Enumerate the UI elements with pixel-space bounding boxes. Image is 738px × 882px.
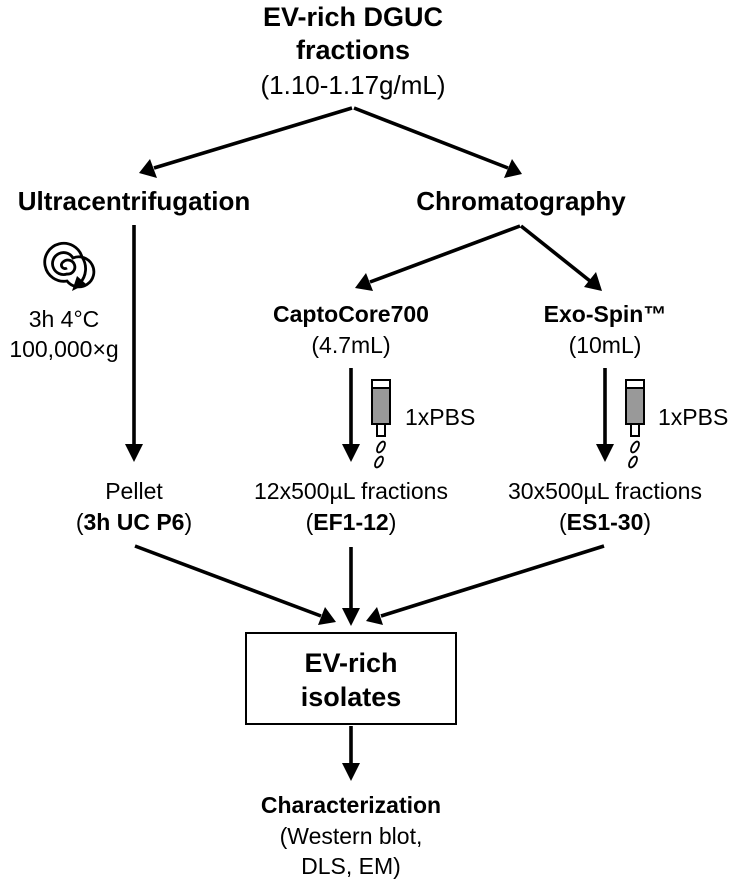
- exospin-volume: (10mL): [569, 332, 642, 358]
- arrow-source-to-ultracentrifugation: [139, 106, 353, 178]
- arrow-captocore-down: [342, 368, 360, 462]
- arrow-exospin-to-isolates: [366, 544, 605, 625]
- captocore-name: CaptoCore700: [273, 301, 429, 327]
- ultracentrifugation-branch: Ultracentrifugation 3h 4°C 100,000×g Pel…: [9, 186, 250, 535]
- exospin-buffer: 1xPBS: [658, 404, 728, 430]
- source-node: EV-rich DGUC fractions (1.10-1.17g/mL): [261, 2, 446, 100]
- exospin-result-line2: (ES1-30): [559, 509, 651, 535]
- captocore-volume: (4.7mL): [311, 332, 390, 358]
- chromatography-title: Chromatography: [416, 186, 626, 216]
- arrow-chromatography-to-captocore: [355, 224, 521, 291]
- ultracentrifugation-title: Ultracentrifugation: [18, 186, 251, 216]
- source-density: (1.10-1.17g/mL): [261, 70, 446, 100]
- source-title-line1: EV-rich DGUC: [263, 2, 443, 32]
- ultracentrifugation-condition-line2: 100,000×g: [9, 336, 118, 362]
- isolates-box: EV-rich isolates: [245, 632, 457, 725]
- exospin-result-line1: 30x500µL fractions: [508, 478, 702, 504]
- captocore-buffer: 1xPBS: [405, 404, 475, 430]
- arrow-captocore-to-isolates: [342, 547, 360, 626]
- exospin-column: Exo-Spin™ (10mL) 1xPBS 30x500µL fraction…: [508, 301, 728, 535]
- ultracentrifugation-condition-line1: 3h 4°C: [29, 306, 100, 332]
- characterization-line1: (Western blot,: [280, 823, 423, 849]
- characterization-title: Characterization: [261, 792, 441, 818]
- ultracentrifugation-result-line1: Pellet: [105, 478, 163, 504]
- column-icon: [625, 379, 645, 469]
- arrow-exospin-down: [596, 368, 614, 462]
- exospin-name: Exo-Spin™: [544, 301, 667, 327]
- arrow-pellet-to-isolates: [134, 544, 336, 625]
- characterization-node: Characterization (Western blot, DLS, EM): [261, 792, 441, 879]
- arrow-ultracentrifugation-down: [125, 225, 143, 462]
- source-title-line2: fractions: [296, 35, 410, 65]
- ultracentrifugation-result-line2: (3h UC P6): [76, 509, 192, 535]
- arrow-source-to-chromatography: [353, 106, 522, 178]
- arrow-isolates-to-characterization: [342, 726, 360, 781]
- captocore-column: CaptoCore700 (4.7mL) 1xPBS 12x500µL frac…: [254, 301, 475, 535]
- column-icon: [371, 379, 391, 469]
- chromatography-branch: Chromatography CaptoCore700 (4.7mL): [254, 186, 728, 535]
- characterization-line2: DLS, EM): [301, 853, 401, 879]
- arrow-chromatography-to-exospin: [519, 224, 602, 291]
- isolates-line2: isolates: [301, 682, 402, 712]
- isolates-line1: EV-rich: [304, 648, 397, 678]
- captocore-result-line1: 12x500µL fractions: [254, 478, 448, 504]
- captocore-result-line2: (EF1-12): [306, 509, 397, 535]
- spin-icon: [43, 241, 96, 291]
